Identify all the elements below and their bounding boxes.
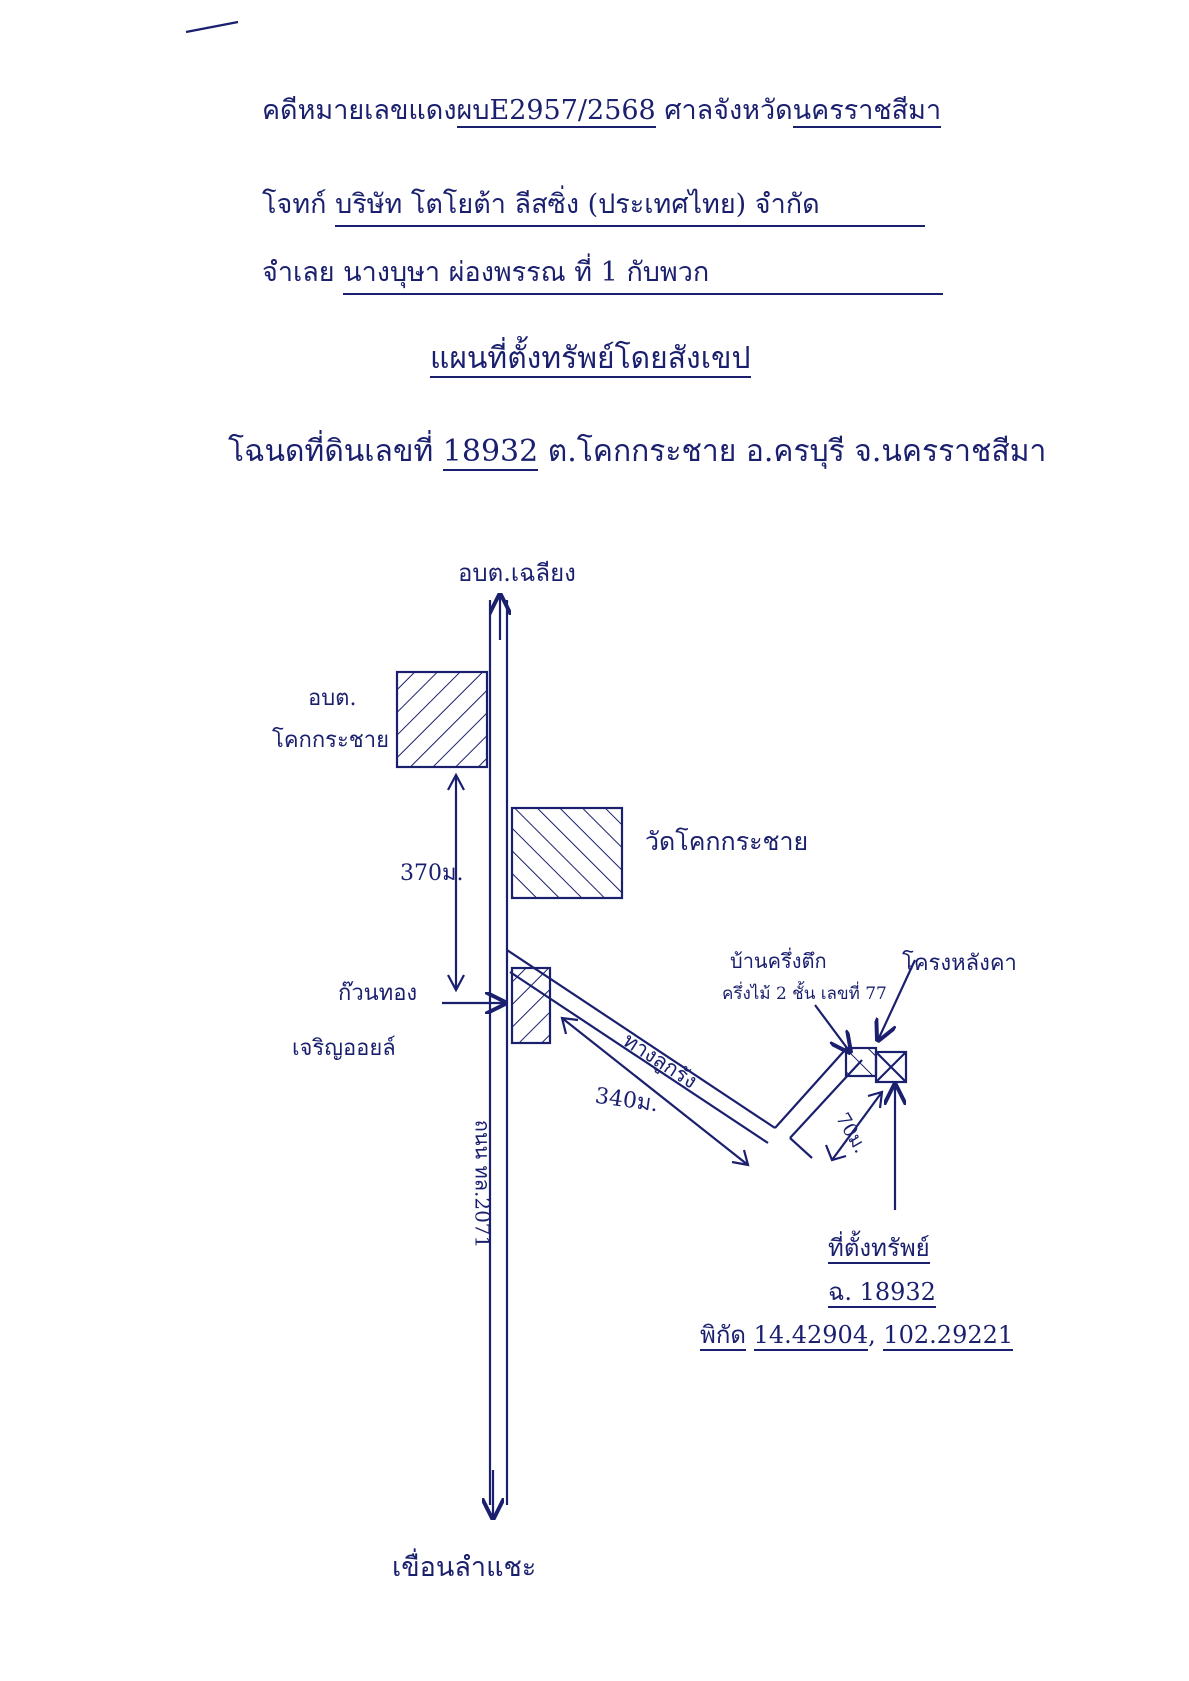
- coords-lat: 14.42904: [753, 1321, 869, 1351]
- case-number: ผบE2957/2568: [456, 95, 656, 128]
- defendant-name: นางบุษา ผ่องพรรณ ที่ 1 กับพวก: [343, 250, 944, 295]
- house-label-1: บ้านครึ่งตึก: [730, 949, 827, 973]
- property-coords: พิกัด 14.42904, 102.29221: [700, 1321, 1014, 1351]
- south-label: เขื่อนลำแชะ: [392, 1552, 537, 1583]
- sao-label-1: อบต.: [308, 686, 357, 711]
- house-label-2: ครึ่งไม้ 2 ชั้น เลขที่ 77: [722, 984, 887, 1004]
- property-title: ที่ตั้งทรัพย์: [828, 1234, 930, 1264]
- shed-building: [874, 1050, 908, 1084]
- court-name: นครราชสีมา: [792, 95, 942, 128]
- side-road-stub: [789, 1137, 813, 1159]
- sao-building: [395, 670, 489, 769]
- plaintiff-name: บริษัท โตโยต้า ลีสซิ่ง (ประเทศไทย) จำกัด: [335, 182, 926, 227]
- north-label: อบต.เฉลียง: [458, 559, 576, 587]
- house-pointer: [814, 1004, 850, 1052]
- house-building: [844, 1046, 878, 1078]
- case-label: คดีหมายเลขแดง: [262, 95, 457, 126]
- deed-line: โฉนดที่ดินเลขที่ 18932 ต.โคกกระชาย อ.ครบ…: [228, 428, 1046, 475]
- deed-number: 18932: [442, 434, 539, 471]
- court-label: ศาลจังหวัด: [664, 95, 793, 126]
- deed-location: ต.โคกกระชาย อ.ครบุรี จ.นครราชสีมา: [547, 434, 1047, 469]
- side-road-upper: [506, 949, 776, 1129]
- distance-340-arrow: [561, 1017, 749, 1166]
- pen-mark: [185, 20, 239, 34]
- gas-station-label-1: ก๊วนทอง: [338, 981, 418, 1006]
- temple-building: [510, 806, 624, 900]
- plaintiff-line: โจทก์ บริษัท โตโยต้า ลีสซิ่ง (ประเทศไทย)…: [262, 182, 926, 227]
- shed-pointer: [878, 959, 916, 1040]
- deed-prefix: โฉนดที่ดินเลขที่: [228, 434, 434, 469]
- property-deed: ฉ. 18932: [828, 1278, 936, 1308]
- case-line: คดีหมายเลขแดงผบE2957/2568 ศาลจังหวัดนครร…: [262, 88, 942, 131]
- side-road-lower: [509, 971, 769, 1144]
- temple-label: วัดโคกกระชาย: [645, 827, 809, 856]
- distance-370-label: 370ม.: [400, 861, 464, 886]
- coords-lon: 102.29221: [883, 1321, 1014, 1351]
- distance-70-arrow: [831, 1091, 883, 1161]
- plaintiff-label: โจทก์: [262, 189, 327, 220]
- road-label: ถนน ทล.2071: [470, 1119, 495, 1249]
- sao-label-2: โคกกระชาย: [272, 728, 389, 753]
- gas-station-building: [510, 966, 552, 1045]
- coords-label: พิกัด: [700, 1321, 746, 1351]
- defendant-label: จำเลย: [262, 257, 335, 288]
- side-road-turn-left: [774, 1049, 846, 1129]
- gas-station-label-2: เจริญออยล์: [292, 1036, 396, 1061]
- map-title: แผนที่ตั้งทรัพย์โดยสังเขป: [430, 341, 751, 378]
- defendant-line: จำเลย นางบุษา ผ่องพรรณ ที่ 1 กับพวก: [262, 250, 944, 295]
- shed-label: โครงหลังคา: [902, 951, 1017, 976]
